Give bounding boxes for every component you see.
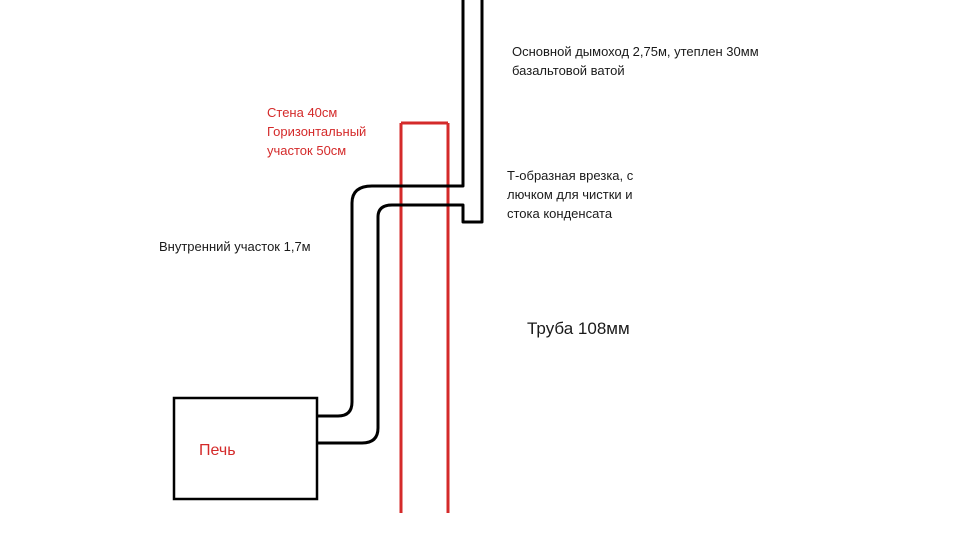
pipe-outer-wall bbox=[317, 0, 465, 418]
inner-section-note: Внутренний участок 1,7м bbox=[159, 239, 311, 254]
tee-line-3: стока конденсата bbox=[507, 206, 613, 221]
wall-line-2: Горизонтальный bbox=[267, 124, 367, 139]
wall-outline bbox=[399, 121, 450, 513]
wall-note: Стена 40см Горизонтальный участок 50см bbox=[267, 103, 366, 160]
main-chimney-note: Основной дымоход 2,75м, утеплен 30мм баз… bbox=[512, 42, 759, 80]
main-chimney-line-2: базальтовой ватой bbox=[512, 63, 625, 78]
tee-line-1: Т-образная врезка, с bbox=[507, 168, 634, 183]
main-chimney-line-1: Основной дымоход 2,75м, утеплен 30мм bbox=[512, 44, 759, 59]
tee-line-2: лючком для чистки и bbox=[507, 187, 633, 202]
wall-line-3: участок 50см bbox=[267, 143, 347, 158]
pipe-inner-wall bbox=[317, 0, 484, 445]
wall-line-1: Стена 40см bbox=[267, 105, 338, 120]
stove-box bbox=[172, 396, 319, 501]
pipe-size-note: Труба 108мм bbox=[527, 319, 630, 338]
tee-note: Т-образная врезка, с лючком для чистки и… bbox=[507, 166, 633, 223]
stove-label: Печь bbox=[199, 442, 236, 459]
